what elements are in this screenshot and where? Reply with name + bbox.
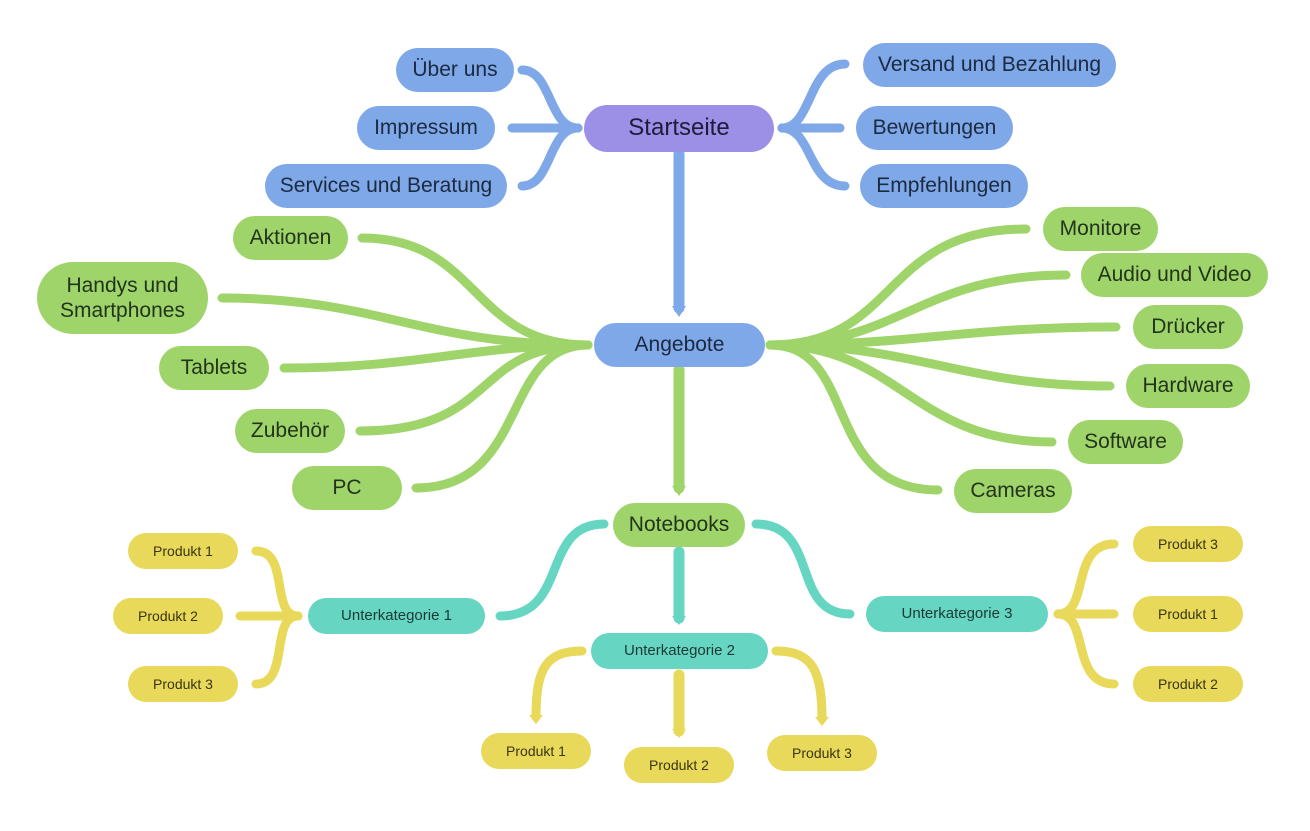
node-druecker[interactable]: Drücker xyxy=(1133,305,1243,349)
angebote-right-connectors xyxy=(765,224,1121,495)
connector-ueber-uns xyxy=(517,65,583,133)
arrow-head-unterkategorie-2 xyxy=(672,616,686,625)
node-label: Handys und Smartphones xyxy=(60,273,185,322)
connector-handys xyxy=(217,293,593,350)
connector-sub1-produkt-1 xyxy=(251,546,303,621)
connector-software xyxy=(765,340,1057,447)
node-label: Über uns xyxy=(412,58,498,82)
node-sub2-produkt-3[interactable]: Produkt 3 xyxy=(767,735,877,771)
connector-services xyxy=(517,123,583,191)
node-label: Produkt 2 xyxy=(1158,675,1218,692)
node-impressum[interactable]: Impressum xyxy=(357,106,495,150)
sub1-connectors xyxy=(235,546,303,689)
node-pc[interactable]: PC xyxy=(292,466,402,510)
node-notebooks[interactable]: Notebooks xyxy=(613,503,745,547)
connector-unterkategorie-1 xyxy=(495,519,609,621)
node-label: Cameras xyxy=(970,479,1056,503)
node-angebote[interactable]: Angebote xyxy=(594,323,765,367)
node-unterkategorie-2[interactable]: Unterkategorie 2 xyxy=(591,633,768,669)
node-hardware[interactable]: Hardware xyxy=(1126,364,1250,408)
node-tablets[interactable]: Tablets xyxy=(159,346,269,390)
node-ueber-uns[interactable]: Über uns xyxy=(396,48,514,92)
node-label: Drücker xyxy=(1151,315,1225,339)
connector-sub2-produkt-1 xyxy=(531,646,587,722)
node-audio-und-video[interactable]: Audio und Video xyxy=(1081,253,1268,297)
node-zubehoer[interactable]: Zubehör xyxy=(235,409,345,453)
node-sub1-produkt-3[interactable]: Produkt 3 xyxy=(128,666,238,702)
connector-versand xyxy=(777,59,850,133)
node-sub2-produkt-2[interactable]: Produkt 2 xyxy=(624,747,734,783)
connector-cameras xyxy=(765,340,943,495)
connector-sub1-produkt-3 xyxy=(251,611,303,689)
root-node-label: Startseite xyxy=(628,114,730,142)
node-bewertungen[interactable]: Bewertungen xyxy=(856,106,1013,150)
node-label: PC xyxy=(332,476,362,500)
arrow-head-notebooks xyxy=(672,486,686,496)
connector-empfehlungen xyxy=(777,123,850,191)
notebooks-connectors xyxy=(495,519,855,624)
node-label: Produkt 1 xyxy=(153,542,213,559)
node-label: Software xyxy=(1084,430,1167,454)
connector-sub3-produkt-2 xyxy=(1053,609,1119,689)
node-sub1-produkt-1[interactable]: Produkt 1 xyxy=(128,533,238,569)
startseite-left-connectors xyxy=(507,65,583,191)
node-label: Audio und Video xyxy=(1097,263,1252,287)
node-label: Unterkategorie 2 xyxy=(624,642,735,659)
node-label: Produkt 3 xyxy=(792,744,852,761)
node-aktionen[interactable]: Aktionen xyxy=(233,216,348,260)
node-label: Monitore xyxy=(1059,217,1142,241)
node-label: Services und Beratung xyxy=(279,174,493,198)
node-versand-und-bezahlung[interactable]: Versand und Bezahlung xyxy=(863,43,1116,87)
arrowheads xyxy=(529,306,829,738)
connector-aktionen xyxy=(357,233,593,350)
arrow-head-sub2-produkt-2 xyxy=(672,729,686,738)
connector-zubehoer xyxy=(355,340,593,436)
node-sub3-produkt-3[interactable]: Produkt 3 xyxy=(1133,526,1243,562)
node-label: Bewertungen xyxy=(872,116,997,140)
node-label: Produkt 1 xyxy=(1158,605,1218,622)
connector-unterkategorie-3 xyxy=(751,519,855,619)
connector-sub3-produkt-3 xyxy=(1053,539,1119,619)
node-label: Unterkategorie 3 xyxy=(901,605,1013,622)
node-unterkategorie-3[interactable]: Unterkategorie 3 xyxy=(866,596,1048,632)
node-software[interactable]: Software xyxy=(1068,420,1183,464)
node-label: Empfehlungen xyxy=(876,174,1012,198)
node-handys-und-smartphones[interactable]: Handys und Smartphones xyxy=(37,262,208,334)
node-sub1-produkt-2[interactable]: Produkt 2 xyxy=(113,598,223,634)
node-label: Tablets xyxy=(180,356,248,380)
node-sub3-produkt-2[interactable]: Produkt 2 xyxy=(1133,666,1243,702)
node-label: Impressum xyxy=(374,116,478,140)
node-monitore[interactable]: Monitore xyxy=(1043,207,1158,251)
arrow-head-angebote xyxy=(672,306,686,317)
node-label: Produkt 2 xyxy=(138,607,198,624)
node-label: Unterkategorie 1 xyxy=(341,607,452,624)
node-sub2-produkt-1[interactable]: Produkt 1 xyxy=(481,733,591,769)
node-label: Produkt 3 xyxy=(1158,535,1218,552)
node-label: Aktionen xyxy=(249,226,332,250)
node-label: Angebote xyxy=(634,333,725,357)
node-label: Hardware xyxy=(1142,374,1234,398)
node-label: Produkt 3 xyxy=(153,675,213,692)
arrow-head-sub2-produkt-3 xyxy=(815,717,829,726)
node-services-und-beratung[interactable]: Services und Beratung xyxy=(265,164,507,208)
sub3-connectors xyxy=(1053,539,1119,689)
angebote-left-connectors xyxy=(217,233,593,493)
node-label: Versand und Bezahlung xyxy=(877,53,1101,77)
arrow-head-sub2-produkt-1 xyxy=(529,715,543,724)
node-cameras[interactable]: Cameras xyxy=(954,469,1072,513)
node-sub3-produkt-1[interactable]: Produkt 1 xyxy=(1133,596,1243,632)
startseite-right-connectors xyxy=(777,59,850,191)
connector-sub2-produkt-3 xyxy=(771,646,827,724)
node-label: Notebooks xyxy=(628,513,730,537)
node-unterkategorie-1[interactable]: Unterkategorie 1 xyxy=(308,598,485,634)
sub2-connectors xyxy=(531,646,827,737)
node-empfehlungen[interactable]: Empfehlungen xyxy=(860,164,1028,208)
connector-pc xyxy=(411,340,593,493)
root-node-startseite[interactable]: Startseite xyxy=(584,105,774,152)
node-label: Produkt 2 xyxy=(649,756,709,773)
node-label: Produkt 1 xyxy=(506,742,566,759)
node-label: Zubehör xyxy=(250,419,330,443)
